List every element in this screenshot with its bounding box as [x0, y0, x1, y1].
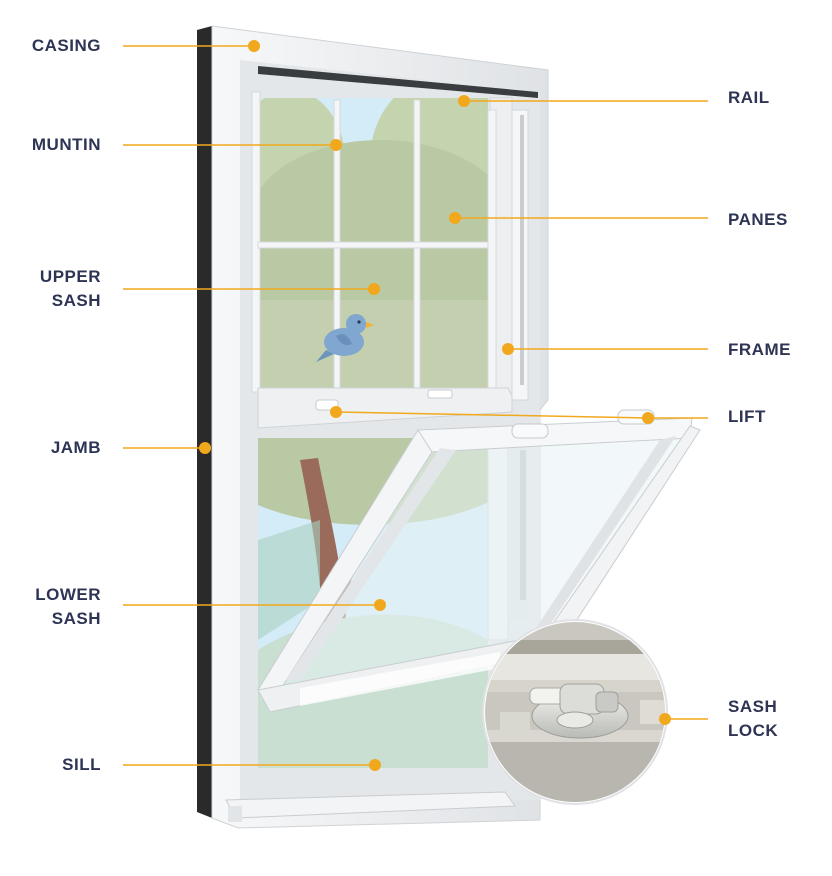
label-lift: LIFT — [728, 407, 766, 426]
upper-glass-scene — [258, 98, 488, 388]
dot-sill — [369, 759, 381, 771]
label-upper-sash: UPPER SASH — [39, 267, 101, 310]
label-rail: RAIL — [728, 88, 770, 107]
label-sash-lock: SASH LOCK — [728, 697, 779, 740]
label-casing: CASING — [31, 36, 101, 55]
leader-lines — [123, 45, 708, 766]
lift-handle-left — [511, 423, 549, 439]
label-jamb: JAMB — [50, 438, 101, 457]
casing-edge — [197, 26, 212, 818]
dot-lower-sash — [374, 599, 386, 611]
rail — [258, 66, 538, 98]
lower-sash — [257, 409, 701, 713]
dot-jamb — [199, 442, 211, 454]
dot-panes — [449, 212, 461, 224]
dot-muntin — [330, 139, 342, 151]
label-lower-sash: LOWER SASH — [35, 585, 101, 628]
label-panes: PANES — [728, 210, 788, 229]
label-muntin: MUNTIN — [31, 135, 101, 154]
dot-sash-lock — [659, 713, 671, 725]
sash-lock-detail-icon — [482, 619, 668, 805]
dot-rail — [458, 95, 470, 107]
muntin-horizontal — [257, 241, 489, 249]
label-sill: SILL — [62, 755, 101, 774]
bird-icon — [316, 314, 374, 362]
dot-casing — [248, 40, 260, 52]
dot-lift — [642, 412, 654, 424]
label-frame: FRAME — [728, 340, 791, 359]
dot-upper-sash — [368, 283, 380, 295]
dot-frame — [502, 343, 514, 355]
dot-lift-upper — [330, 406, 342, 418]
leader-lift — [335, 411, 649, 419]
marker-dots — [199, 40, 671, 771]
